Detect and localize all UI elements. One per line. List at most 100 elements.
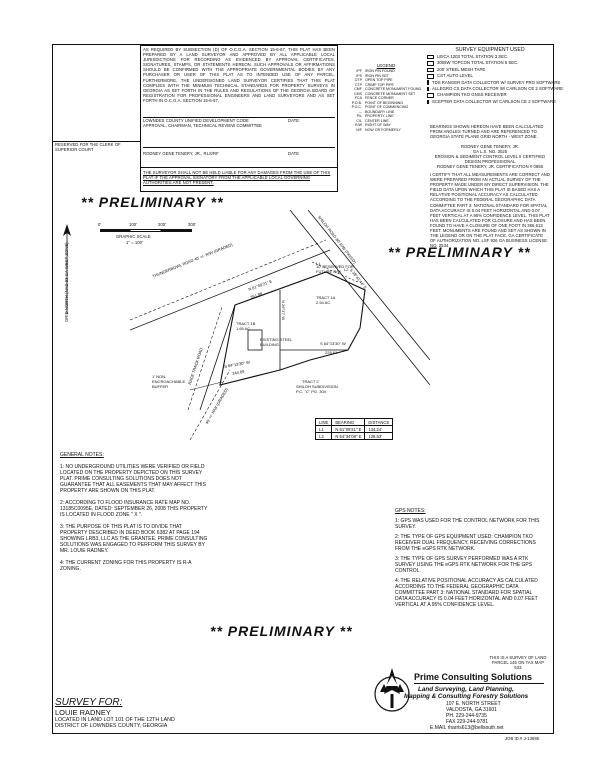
- signer-cert-number: RODNEY GENE TENERY, JR. CERTIFICATION # …: [437, 164, 543, 169]
- legend-item: P.O.B.POINT OF BEGINNING: [346, 101, 426, 106]
- legend-text: NOW OR FORMERLY: [365, 127, 401, 132]
- checkbox-square-icon: [427, 61, 434, 66]
- gps-notes: GPS NOTES: 1: GPS WAS USED FOR THE CONTR…: [395, 508, 545, 612]
- firm-logo: [372, 664, 412, 716]
- scale-tick-200: 200': [158, 222, 166, 227]
- legend-code: P.O.C.: [351, 105, 362, 109]
- thunderbowl-road-edge-1: [130, 249, 331, 331]
- bearing-mid: S 64°13'30" W: [320, 341, 346, 346]
- legend-text: RIGHT OF WAY: [365, 123, 391, 127]
- checkbox-square-icon: [427, 93, 434, 98]
- buffer-label: 1' NON-ENCROACHABLE BUFFER: [152, 374, 186, 389]
- equipment-text: ALLEGRO CX DATA COLLECTOR W/ CARLSON CE …: [432, 86, 564, 92]
- clerk-text: RESERVED FOR THE CLERK OF SUPERIOR COURT: [55, 142, 121, 153]
- plat-drawing: [130, 210, 430, 440]
- line-table-col-distance: DISTANCE: [364, 418, 394, 426]
- firm-name: Prime Consulting Solutions: [414, 672, 533, 682]
- surveyor-date-label: DATE: [288, 151, 300, 156]
- legend-code: CMF: [354, 87, 362, 91]
- legend-code: CMS: [354, 91, 362, 96]
- signer-name: RODNEY GENE TENERY, JR.: [460, 144, 520, 149]
- survey-for-block: SURVEY FOR: LOUIE RADNEY LOCATED IN LAND…: [55, 697, 205, 730]
- legend-code: N/F: [356, 127, 362, 132]
- checkbox-square-icon: [427, 74, 434, 79]
- legend-text: PROPERTY LINE: [365, 114, 394, 118]
- survey-for-location: LOCATED IN LAND LOT 101 OF THE 12TH LAND…: [55, 717, 175, 730]
- legend-text: CONCRETE MONUMENT FOUND: [365, 87, 422, 91]
- tract1b-name: TRACT 1B: [236, 321, 256, 326]
- table-cell: L1: [314, 425, 333, 433]
- tract2-name: TRACT 2: [302, 379, 319, 384]
- line-table-header: LINE BEARING DISTANCE: [314, 418, 394, 426]
- survey-equipment: SURVEY EQUIPMENT USED LEICA 1203 TOTAL S…: [427, 47, 563, 105]
- scale-label: GRAPHIC SCALE: [116, 234, 151, 239]
- graphic-scale: 0' 100' 200' 300' GRAPHIC SCALE 1" = 100…: [96, 222, 206, 252]
- checkbox-square-icon: [427, 54, 434, 60]
- scale-tick-300: 300': [188, 222, 196, 227]
- firm-address-2: VALDOSTA, GA 31601: [446, 707, 497, 713]
- bearing-division: N 26°37' W: [281, 300, 286, 321]
- reserve-label: 10' RESERVED FOR FUTURE R/W: [316, 264, 354, 274]
- bottom-road-edge: [189, 369, 231, 440]
- survey-of-text: THIS IS A SURVEY OF LAND PARCEL 146 ON T…: [489, 655, 547, 671]
- legend-text: FENCE CORNER: [365, 96, 394, 100]
- pine-tree-compass-icon: [374, 668, 410, 712]
- bearings-note: BEARINGS SHOWN HEREON HAVE BEEN CALCULAT…: [430, 124, 544, 140]
- equipment-text: CST AUTO LEVEL: [437, 73, 473, 79]
- legend-code: C/L: [356, 118, 362, 123]
- equipment-text: LEICA 1203 TOTAL STATION 3 SEC.: [437, 54, 509, 59]
- legend-code: IPF: [356, 69, 362, 73]
- equipment-text: TDS RANGER DATA COLLECTOR W/ SURVEY PRO …: [432, 79, 561, 85]
- tract1b-area: 1.65 AC.: [236, 326, 252, 331]
- equipment-text: SCEPTER DATA COLLECTOR W/ CARLSON CE 2 S…: [432, 98, 556, 104]
- general-notes-title: GENERAL NOTES:: [60, 452, 104, 458]
- surveyor-signature-line: [143, 147, 335, 148]
- line-table: LINE BEARING DISTANCE L1 N 61°09'21" E 1…: [314, 418, 394, 440]
- equipment-text: 200' STEEL MESH TAPE: [437, 66, 486, 72]
- general-note-3: 3: THE PURPOSE OF THIS PLAT IS TO DIVIDE…: [60, 524, 208, 554]
- legend-code: P/L: [356, 114, 362, 118]
- table-cell: L2: [314, 432, 333, 440]
- reserve-line: [311, 261, 359, 283]
- table-cell: N 61°09'21" E: [331, 425, 366, 433]
- certification-block: [140, 45, 338, 192]
- survey-for-client: LOUIE RADNEY: [55, 708, 111, 717]
- equipment-list: LEICA 1203 TOTAL STATION 3 SEC.3005W TOP…: [427, 54, 563, 105]
- firm-name-rule: [414, 683, 544, 684]
- equipment-item: ALLEGRO CX DATA COLLECTOR W/ CARLSON CE …: [427, 86, 563, 92]
- legend-item: ---BOUNDARY LINE: [346, 110, 426, 115]
- table-row: L1 N 61°09'21" E 134.24': [314, 425, 394, 433]
- equipment-item: LEICA 1203 TOTAL STATION 3 SEC.: [427, 54, 553, 60]
- equipment-item: 200' STEEL MESH TAPE: [427, 67, 553, 73]
- legend-text: IRON PIN FOUND: [365, 69, 395, 73]
- certification-text: AS REQUIRED BY SUBSECTION (D) OF O.C.G.A…: [143, 47, 335, 103]
- building-label: EXISTING STEEL BUILDING: [260, 337, 293, 347]
- legend-code: P.O.B.: [351, 100, 362, 105]
- scale-ratio: 1" = 100': [126, 240, 143, 245]
- prelim-stamp-top: ** PRELIMINARY **: [81, 194, 224, 210]
- approval-date-label: DATE: [288, 118, 300, 123]
- table-row: L2 N 64°34'08" E 128.53': [314, 432, 394, 440]
- checkbox-square-icon: [427, 80, 429, 85]
- equipment-item: SCEPTER DATA COLLECTOR W/ CARLSON CE 2 S…: [427, 98, 556, 105]
- legend-code: IPS: [356, 73, 362, 78]
- table-cell: 134.24': [364, 425, 394, 433]
- equipment-item: CHAMPION TKO GNSS RECEIVER: [427, 92, 553, 98]
- buffer-line: [189, 381, 223, 391]
- north-arrow: [57, 222, 77, 317]
- line-l1-tag: L1: [316, 261, 321, 266]
- legend-text: BOUNDARY LINE: [365, 109, 395, 114]
- table-cell: N 64°34'08" E: [331, 432, 366, 440]
- approval-signature-line: [143, 117, 335, 118]
- plat-border: [52, 44, 554, 734]
- legend-code: OTP: [354, 78, 362, 82]
- equipment-text: CHAMPION TKO GNSS RECEIVER: [437, 92, 507, 98]
- gps-note-4: 4: THE RELATIVE POSITIONAL ACCURACY AS C…: [395, 578, 538, 608]
- legend-text: CENTER LINE: [365, 118, 389, 123]
